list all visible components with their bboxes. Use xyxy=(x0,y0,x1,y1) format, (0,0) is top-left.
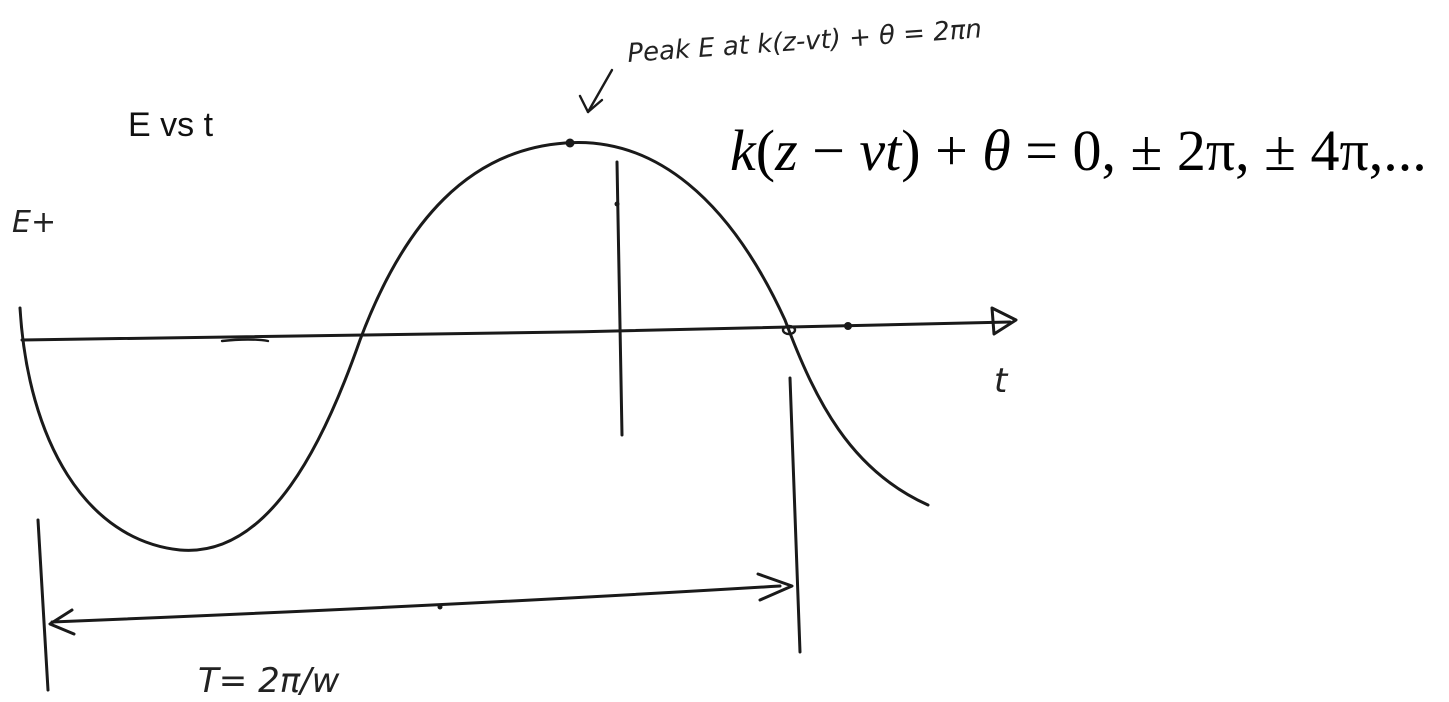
eq-rest: = 0, ± 2π, ± 4π,... xyxy=(1011,118,1427,183)
eq-k: k xyxy=(730,118,757,183)
phase-equation: k(z − vt) + θ = 0, ± 2π, ± 4π,... xyxy=(730,118,1427,183)
diagram-title: E vs t xyxy=(128,106,214,144)
x-axis-label: t xyxy=(994,361,1009,401)
y-axis-label: E+ xyxy=(12,205,56,240)
eq-theta: θ xyxy=(982,118,1011,183)
eq-close: ) xyxy=(901,118,920,183)
eq-z: z xyxy=(774,118,798,183)
period-label: T= 2π/w xyxy=(198,661,340,701)
eq-plus: + xyxy=(921,118,983,183)
time-axis xyxy=(20,306,1018,343)
eq-vt: vt xyxy=(859,118,903,183)
peak-marker-line xyxy=(614,160,624,437)
eq-open: ( xyxy=(756,118,775,183)
period-bracket xyxy=(36,376,802,692)
eq-minus: − xyxy=(798,118,860,183)
annotation-arrow-icon xyxy=(578,68,614,114)
wave-curve xyxy=(18,138,930,552)
peak-annotation: Peak E at k(z-vt) + θ = 2πn xyxy=(626,14,982,69)
